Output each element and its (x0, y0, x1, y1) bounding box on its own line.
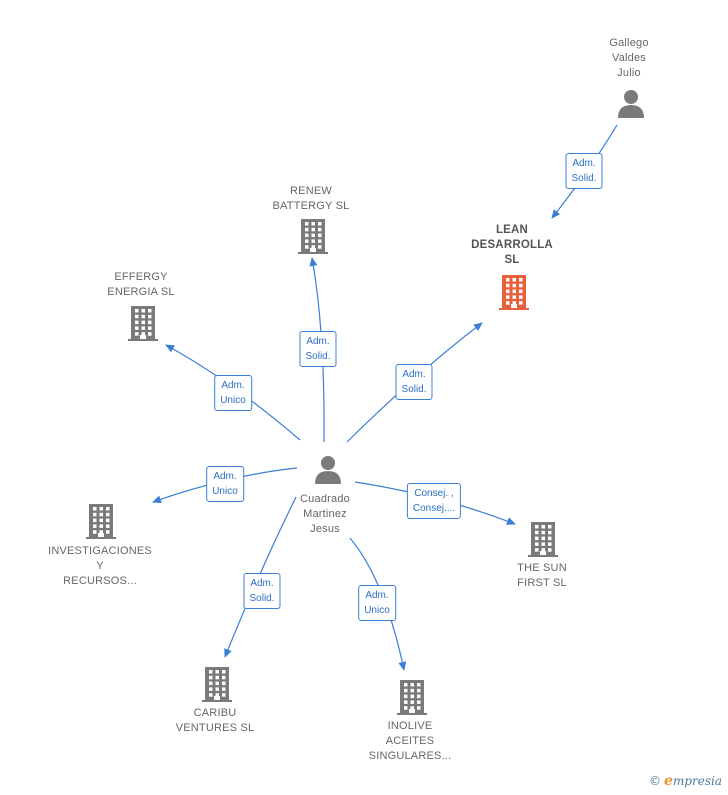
edge-label-caribu[interactable]: Adm. Solid. (243, 573, 281, 609)
building-icon[interactable] (297, 218, 329, 259)
node-label-lean[interactable]: LEAN DESARROLLA SL (471, 224, 553, 266)
person-icon[interactable] (313, 455, 343, 490)
edge-label-thesun[interactable]: Consej. , Consej.... (406, 483, 462, 519)
node-label-effergy[interactable]: EFFERGY ENERGIA SL (107, 271, 175, 298)
node-label-inolive[interactable]: INOLIVE ACEITES SINGULARES... (368, 720, 452, 762)
edge-label-investigaciones[interactable]: Adm. Unico (206, 466, 244, 502)
node-label-caribu[interactable]: CARIBU VENTURES SL (175, 707, 255, 734)
node-label-investigaciones[interactable]: INVESTIGACIONES Y RECURSOS... (48, 545, 152, 587)
building-icon[interactable] (527, 521, 559, 562)
edge-label-inolive[interactable]: Adm. Unico (358, 585, 396, 621)
node-label-cuadrado[interactable]: Cuadrado Martinez Jesus (300, 493, 350, 535)
building-icon[interactable] (396, 679, 428, 720)
node-label-gallego[interactable]: Gallego Valdes Julio (609, 37, 649, 79)
building-icon[interactable] (127, 305, 159, 346)
node-label-renew[interactable]: RENEW BATTERGY SL (272, 185, 350, 212)
building-icon[interactable] (498, 274, 530, 315)
node-label-thesun[interactable]: THE SUN FIRST SL (517, 562, 567, 589)
edge-label-renew[interactable]: Adm. Solid. (299, 331, 337, 367)
empresia-logo: ©empresia (649, 773, 722, 789)
edge-label-lean[interactable]: Adm. Solid. (395, 364, 433, 400)
edge-label-effergy[interactable]: Adm. Unico (214, 375, 252, 411)
person-icon[interactable] (616, 89, 646, 124)
building-icon[interactable] (85, 503, 117, 544)
edge-label-lean[interactable]: Adm. Solid. (565, 153, 603, 189)
building-icon[interactable] (201, 666, 233, 707)
